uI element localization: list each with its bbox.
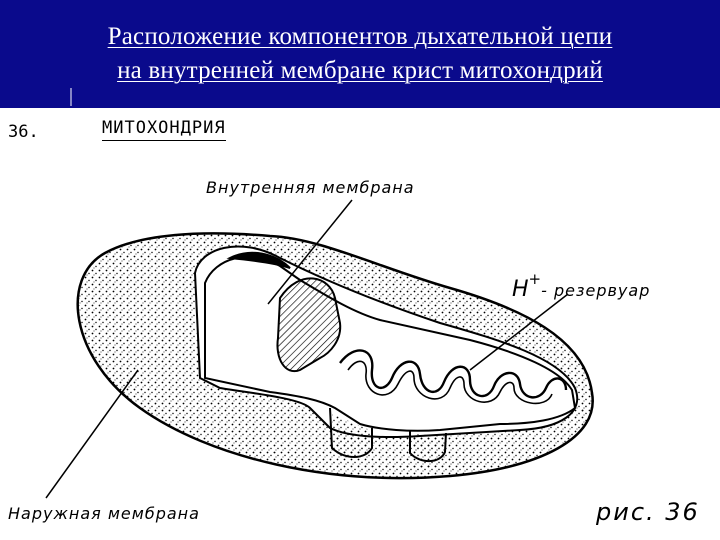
slide-header: Расположение компонентов дыхательной цеп…	[0, 0, 720, 108]
figure-caption: рис. 36	[596, 498, 700, 526]
label-outer-membrane: Наружная мембрана	[8, 504, 200, 523]
diagram-title: МИТОХОНДРИЯ	[102, 118, 226, 141]
label-inner-membrane: Внутренняя мембрана	[206, 178, 415, 197]
header-mark	[70, 88, 72, 106]
header-title-line-1: Расположение компонентов дыхательной цеп…	[107, 23, 613, 50]
header-title-line-2: на внутренней мембране крист митохондрий	[117, 57, 603, 84]
crista-hatched	[276, 277, 342, 373]
top-rim-dark	[226, 251, 291, 269]
reservoir-text: - резервуар	[541, 281, 651, 300]
h-symbol: H	[512, 277, 529, 302]
figure-number: 36.	[8, 122, 39, 142]
leader-inner-membrane	[267, 199, 353, 305]
cristae-folds	[339, 349, 568, 399]
cristae-bottom-wall	[329, 407, 447, 463]
mitochondrion-diagram	[45, 199, 594, 499]
leader-h-reservoir	[469, 293, 569, 371]
h-plus: +	[528, 270, 542, 288]
label-h-reservoir: H+- резервуар	[512, 270, 650, 302]
leader-outer-membrane	[45, 369, 139, 499]
cristae-bottom-stipple	[332, 414, 444, 458]
cristae-folds-inner	[347, 360, 553, 405]
